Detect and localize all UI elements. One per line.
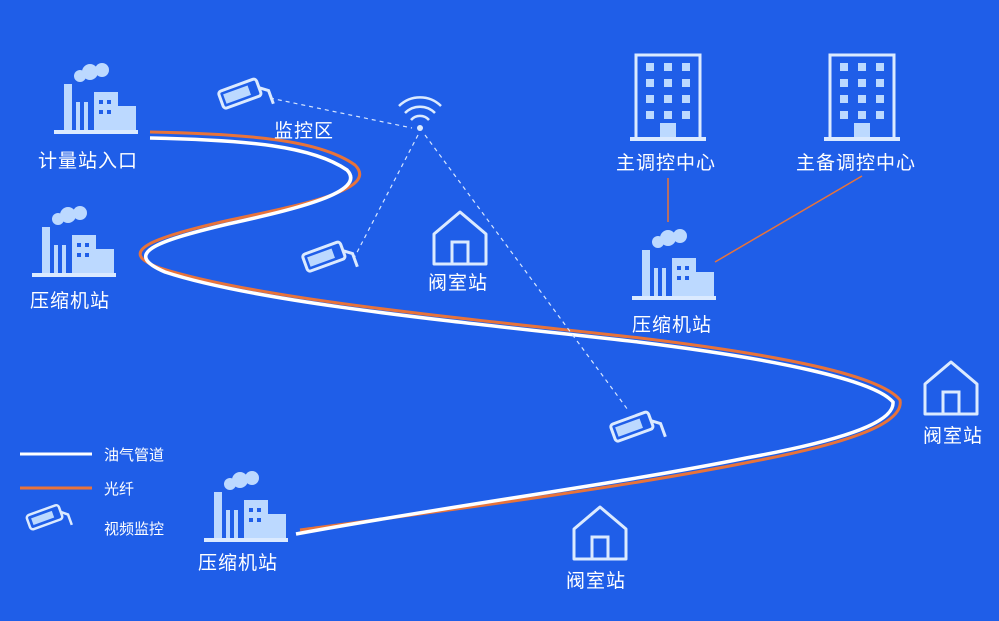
camera-icon: [609, 410, 667, 443]
compressor-station-label: 压缩机站: [198, 552, 279, 574]
house-icon: [432, 210, 488, 266]
camera-icon: [25, 503, 73, 531]
pipeline-line: [144, 136, 895, 536]
wireless-link-camera2: [351, 134, 419, 263]
wireless-link-camera3: [424, 134, 629, 411]
main-control-label: 主调控中心: [616, 152, 717, 174]
monitoring-zone-label: 监控区: [274, 120, 335, 142]
factory-icon: [32, 206, 116, 277]
wifi-icon: [398, 96, 442, 131]
camera-icon: [217, 77, 275, 110]
building-icon: [824, 53, 900, 141]
backup-control-label: 主备调控中心: [796, 152, 917, 174]
factory-icon: [632, 229, 716, 300]
compressor-station-label: 压缩机站: [30, 290, 111, 312]
house-icon: [923, 360, 979, 416]
valve-station-label: 阀室站: [566, 570, 627, 592]
wireless-link-zone: [269, 97, 413, 129]
valve-station-label: 阀室站: [923, 425, 984, 447]
legend-video-label: 视频监控: [104, 520, 165, 538]
factory-icon: [204, 471, 288, 542]
building-icon: [630, 53, 706, 141]
legend-pipeline-label: 油气管道: [104, 446, 165, 464]
metering-station-label: 计量站入口: [38, 150, 139, 172]
house-icon: [572, 505, 628, 561]
legend-fiber-label: 光纤: [104, 480, 135, 498]
camera-icon: [301, 240, 359, 273]
compressor-station-label: 压缩机站: [632, 314, 713, 336]
factory-icon: [54, 63, 138, 134]
fiber-line: [138, 130, 902, 532]
valve-station-label: 阀室站: [428, 272, 489, 294]
link-backup-control: [714, 175, 863, 263]
